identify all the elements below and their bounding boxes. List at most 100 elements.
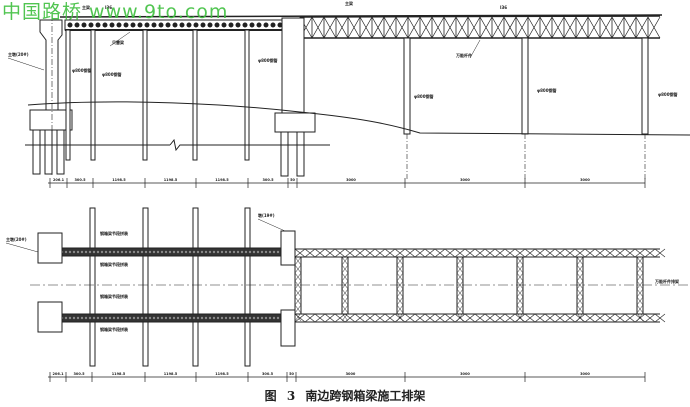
truss-diagonal	[354, 313, 366, 323]
truss-diagonal	[354, 248, 366, 258]
cross-frame-diagonal	[516, 288, 524, 298]
girder-node	[128, 250, 132, 254]
girder-node	[144, 250, 148, 254]
girder-node	[156, 250, 160, 254]
dimension-label: 50	[289, 372, 294, 376]
truss-diagonal	[594, 248, 606, 258]
bailey-node	[249, 22, 255, 28]
truss-diagonal	[407, 16, 421, 39]
girder-node	[132, 250, 136, 254]
girder-node	[272, 316, 276, 320]
label-girder: 钢箱梁节段拼装	[100, 293, 128, 299]
truss-diagonal	[491, 16, 505, 39]
bailey-node	[270, 22, 276, 28]
girder-node	[192, 250, 196, 254]
truss-diagonal	[371, 16, 385, 39]
girder-node	[136, 250, 140, 254]
girder-node	[76, 250, 80, 254]
bailey-node	[221, 22, 227, 28]
bailey-node	[81, 22, 87, 28]
truss-diagonal	[654, 313, 666, 323]
cross-frame-diagonal	[341, 312, 349, 322]
girder-node	[96, 316, 100, 320]
bailey-node	[137, 22, 143, 28]
cross-frame-diagonal	[636, 256, 644, 266]
truss-diagonal	[554, 313, 566, 323]
bailey-node	[67, 22, 73, 28]
truss-diagonal	[347, 16, 361, 39]
girder-node	[68, 250, 72, 254]
dimension-label: 300.5	[73, 372, 85, 376]
girder-node	[212, 250, 216, 254]
cross-frame-diagonal	[456, 296, 464, 306]
truss-diagonal	[444, 313, 456, 323]
girder-node	[160, 316, 164, 320]
dimension-label: 206.1	[53, 178, 65, 182]
girder-node	[220, 316, 224, 320]
label-deck: 主梁	[345, 0, 353, 6]
girder-node	[212, 316, 216, 320]
main-pier-right	[281, 17, 305, 114]
dimension-label: 3000	[346, 178, 356, 182]
bailey-node	[179, 22, 185, 28]
cross-frame-diagonal	[396, 256, 404, 266]
girder-node	[252, 316, 256, 320]
truss-diagonal	[604, 248, 616, 258]
girder-node	[68, 316, 72, 320]
girder-node	[124, 250, 128, 254]
truss-diagonal	[534, 313, 546, 323]
truss-diagonal	[584, 313, 596, 323]
truss-diagonal	[334, 248, 346, 258]
bailey-node	[151, 22, 157, 28]
truss-top	[299, 15, 661, 18]
girder-node	[196, 250, 200, 254]
pile	[280, 131, 289, 177]
girder-node	[108, 250, 112, 254]
girder-node	[140, 250, 144, 254]
truss-diagonal	[324, 248, 336, 258]
girder-node	[272, 250, 276, 254]
truss-diagonal	[539, 16, 553, 39]
girder-node	[80, 316, 84, 320]
truss-diagonal	[394, 313, 406, 323]
truss-diagonal	[294, 248, 306, 258]
cross-frame-diagonal	[341, 296, 349, 306]
girder-node	[184, 316, 188, 320]
steel-pipe	[192, 29, 198, 161]
girder-node	[168, 316, 172, 320]
bailey-node	[193, 22, 199, 28]
girder-node	[260, 316, 264, 320]
label-pipe: φ800钢管	[102, 71, 121, 77]
truss-diagonal	[424, 313, 436, 323]
steel-pipe	[65, 29, 71, 161]
truss-diagonal	[324, 313, 336, 323]
truss-diagonal	[374, 313, 386, 323]
truss-diagonal	[443, 16, 457, 39]
girder-node	[256, 316, 260, 320]
steel-pipe	[403, 37, 411, 135]
main-pier-left	[39, 19, 63, 111]
bailey-node	[172, 22, 178, 28]
truss-diagonal	[474, 313, 486, 323]
cross-frame-diagonal	[396, 264, 404, 274]
cross-frame-diagonal	[456, 272, 464, 282]
girder-node	[200, 316, 204, 320]
girder-node	[76, 316, 80, 320]
dimension-label: 1198.5	[215, 178, 229, 182]
cross-frame-diagonal	[636, 280, 644, 290]
girder-node	[160, 250, 164, 254]
truss-diagonal	[527, 16, 541, 39]
steel-pipe	[244, 29, 250, 161]
label-pipe: φ800钢管	[258, 57, 277, 63]
truss-diagonal	[455, 16, 469, 39]
truss-diagonal	[614, 248, 626, 258]
bailey-node	[95, 22, 101, 28]
bailey-node	[158, 22, 164, 28]
girder-node	[184, 250, 188, 254]
girder-node	[204, 250, 208, 254]
truss-diagonal	[504, 248, 516, 258]
pier-block	[280, 230, 296, 266]
girder-node	[236, 316, 240, 320]
cross-frame-diagonal	[516, 272, 524, 282]
girder-node	[216, 316, 220, 320]
